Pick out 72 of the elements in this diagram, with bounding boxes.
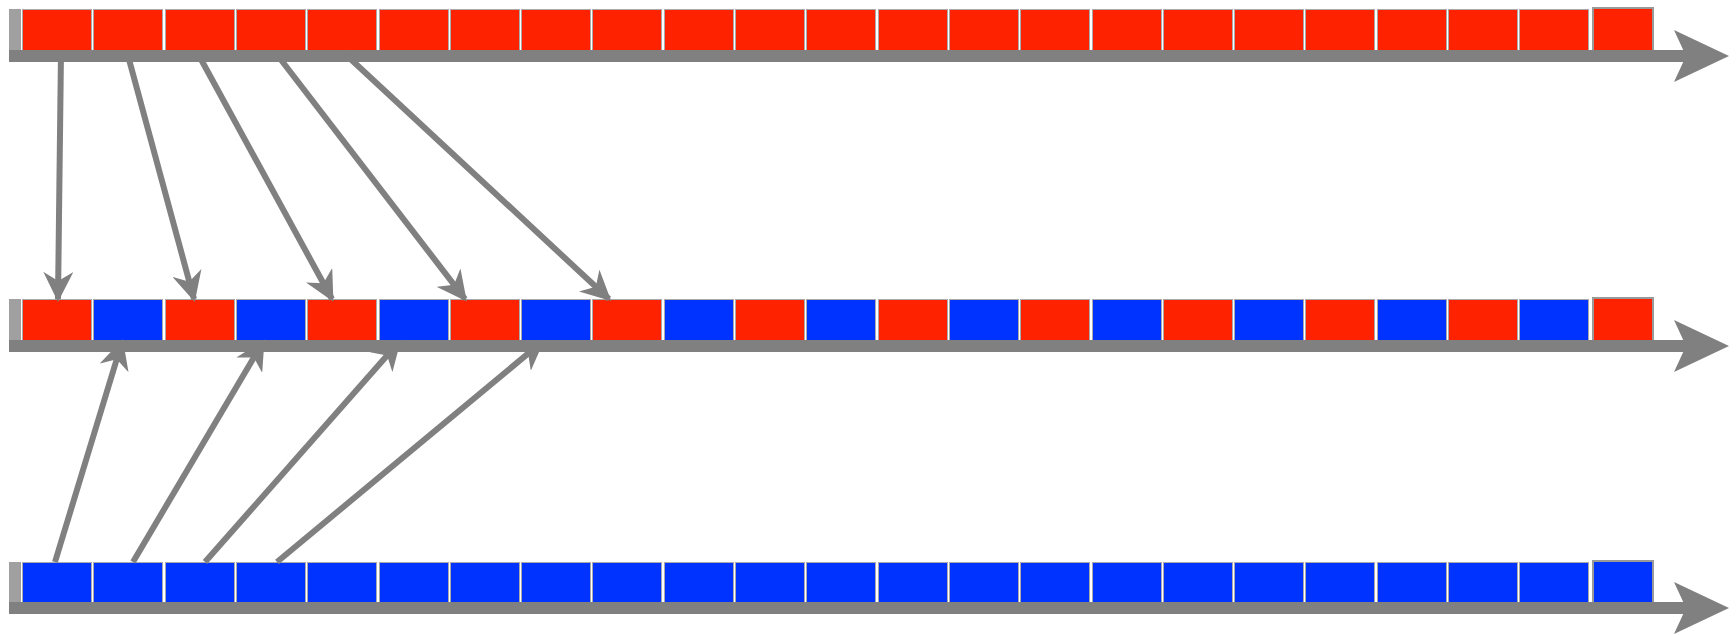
square-tile (307, 562, 378, 605)
square-tile (1234, 562, 1305, 605)
square-tile (449, 562, 520, 605)
square-tile (1234, 9, 1305, 52)
square-tile (93, 562, 164, 605)
square-tile (1305, 9, 1376, 52)
arrow (130, 339, 266, 564)
square-tile (1020, 562, 1091, 605)
square-tile (1234, 299, 1305, 342)
square-tile (235, 562, 306, 605)
square-tile (1376, 562, 1447, 605)
square-tile (1448, 299, 1518, 342)
square-tile (806, 299, 877, 342)
square-tile (592, 562, 663, 605)
square-tile (22, 562, 92, 605)
square-tile (1519, 562, 1590, 605)
square-tile (948, 562, 1019, 605)
square-tile (735, 299, 805, 342)
square-tile (806, 562, 877, 605)
square-tile (378, 9, 449, 52)
square-tile (449, 9, 520, 52)
square-tile (521, 562, 592, 605)
square-tile (1091, 562, 1162, 605)
square-tile (877, 9, 948, 52)
square-tile (948, 9, 1019, 52)
square-tile (877, 562, 948, 605)
square-tile (1305, 562, 1376, 605)
square-tile (663, 9, 734, 52)
square-tile (1020, 299, 1091, 342)
square-tile (1020, 9, 1091, 52)
square-tile (1448, 9, 1518, 52)
square-tile (164, 299, 235, 342)
square-tile (307, 9, 378, 52)
square-tile (1162, 299, 1233, 342)
square-tile (735, 562, 805, 605)
square-tile (22, 299, 92, 342)
square-tile (378, 299, 449, 342)
square-tile (449, 299, 520, 342)
square-tile (235, 299, 306, 342)
square-tile (93, 9, 164, 52)
square-tile (592, 9, 663, 52)
square-tile (521, 9, 592, 52)
arrow (202, 339, 402, 564)
square-tile (592, 299, 663, 342)
square-tile (378, 562, 449, 605)
square-tile (1591, 560, 1654, 605)
square-tile (1162, 562, 1233, 605)
square-tile (663, 562, 734, 605)
square-tile (1519, 9, 1590, 52)
square-tile (235, 9, 306, 52)
square-tile (93, 299, 164, 342)
square-tile (1162, 9, 1233, 52)
square-tile (1091, 9, 1162, 52)
square-tile (1305, 299, 1376, 342)
square-tile (1591, 7, 1654, 52)
square-tile (663, 299, 734, 342)
square-tile (948, 299, 1019, 342)
arrow (52, 339, 129, 563)
square-tile (164, 562, 235, 605)
square-tile (1376, 299, 1447, 342)
square-tile (877, 299, 948, 342)
square-tile (1591, 297, 1654, 342)
square-tile (806, 9, 877, 52)
square-tile (1376, 9, 1447, 52)
square-tile (307, 299, 378, 342)
square-tile (164, 9, 235, 52)
square-tile (735, 9, 805, 52)
square-tile (521, 299, 592, 342)
square-tile (1091, 299, 1162, 342)
square-tile (1448, 562, 1518, 605)
square-tile (1519, 299, 1590, 342)
square-tile (22, 9, 92, 52)
